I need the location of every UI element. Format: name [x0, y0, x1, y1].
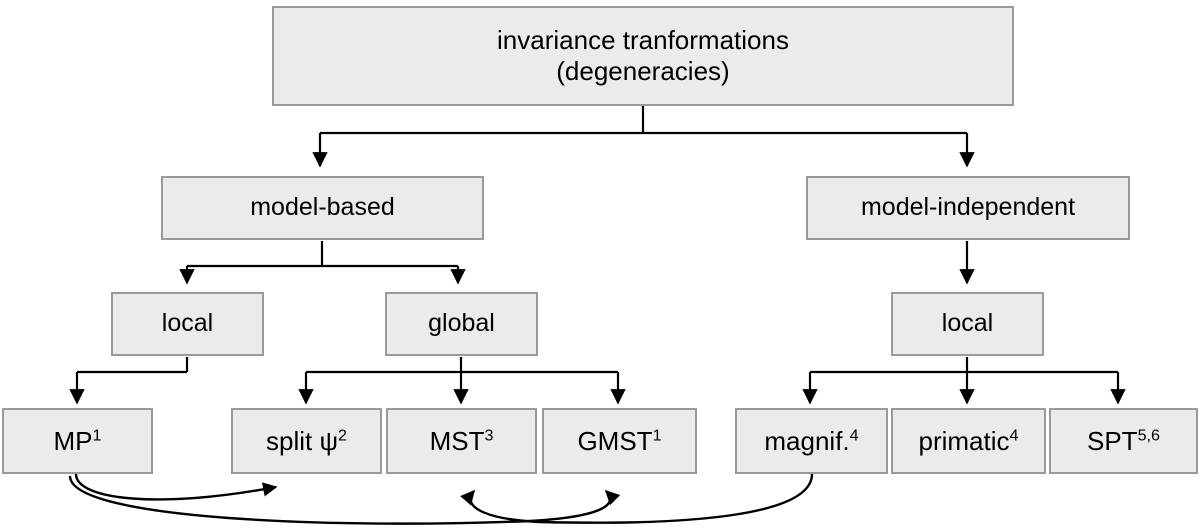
node-mp-superscript: 1 — [92, 426, 102, 444]
node-global-model-based[interactable]: global — [385, 292, 538, 356]
node-split-psi-superscript: 2 — [338, 426, 347, 444]
node-primatic-superscript: 4 — [1009, 426, 1019, 444]
node-spt-superscript: 5,6 — [1137, 426, 1160, 444]
node-model-based-label: model-based — [250, 193, 395, 222]
node-split-psi-label: split ψ2 — [266, 425, 347, 456]
node-magnif-label: magnif.4 — [764, 425, 859, 456]
curve-mp-to-gmst — [68, 475, 621, 525]
node-mst-superscript: 3 — [484, 426, 494, 444]
curve-magnif-to-mst — [460, 473, 814, 524]
node-root-label: invariance tranformations (degeneracies) — [497, 25, 789, 86]
node-primatic[interactable]: primatic4 — [891, 408, 1046, 474]
node-model-independent[interactable]: model-independent — [806, 176, 1130, 240]
node-gmst-label: GMST1 — [577, 425, 662, 456]
node-mst-label: MST3 — [429, 425, 494, 456]
node-gmst[interactable]: GMST1 — [542, 408, 697, 474]
node-model-independent-label: model-independent — [860, 193, 1076, 222]
node-global-model-based-label: global — [428, 309, 495, 338]
node-gmst-superscript: 1 — [652, 426, 662, 444]
node-spt-label: SPT5,6 — [1087, 425, 1160, 456]
node-mp-label: MP1 — [53, 425, 102, 456]
node-local-model-based[interactable]: local — [111, 292, 264, 356]
node-spt[interactable]: SPT5,6 — [1049, 408, 1198, 474]
node-local-model-independent[interactable]: local — [891, 292, 1044, 356]
node-magnif[interactable]: magnif.4 — [735, 408, 888, 474]
node-local-model-independent-label: local — [941, 309, 994, 338]
node-magnif-superscript: 4 — [849, 426, 859, 444]
node-mst[interactable]: MST3 — [386, 408, 537, 474]
curve-mp-to-split-psi — [74, 473, 278, 501]
node-split-psi[interactable]: split ψ2 — [231, 408, 382, 474]
node-primatic-label: primatic4 — [918, 425, 1019, 456]
node-mp[interactable]: MP1 — [2, 408, 153, 474]
node-root[interactable]: invariance tranformations (degeneracies) — [272, 6, 1014, 106]
node-local-model-based-label: local — [161, 309, 214, 338]
node-model-based[interactable]: model-based — [161, 176, 484, 240]
